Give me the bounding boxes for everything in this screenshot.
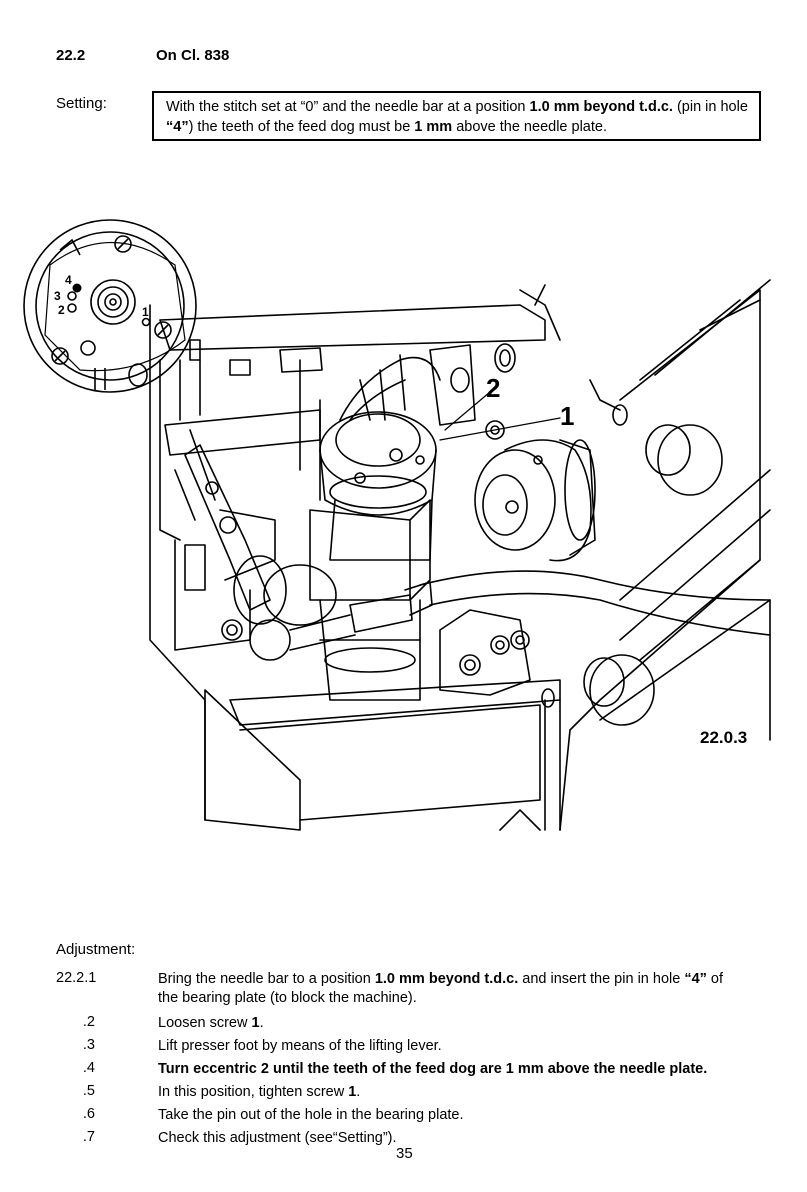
step-1-post: and insert the pin in hole bbox=[518, 971, 685, 987]
step-number: .7 bbox=[82, 1129, 95, 1145]
step-4-bold: Turn eccentric 2 until the teeth of the … bbox=[158, 1061, 708, 1077]
setting-text-3: ) the teeth of the feed dog must be bbox=[188, 119, 415, 135]
figure-label: 22.0.3 bbox=[700, 728, 748, 747]
step-1-post2: of bbox=[706, 971, 724, 987]
setting-bold-1: 1.0 mm beyond t.d.c. bbox=[529, 99, 673, 115]
step-5-pre: In this position, tighten screw bbox=[158, 1084, 349, 1100]
step-text: Take the pin out of the hole in the bear… bbox=[158, 1106, 778, 1125]
step-1-bold2: “4” bbox=[684, 971, 707, 987]
setting-bold-3: 1 mm bbox=[414, 119, 453, 135]
step-5-post: . bbox=[356, 1084, 361, 1100]
page-number: 35 bbox=[396, 1145, 413, 1162]
step-2-bold: 1 bbox=[251, 1015, 260, 1031]
machine-illustration: 4 3 2 1 2 1 bbox=[23, 219, 771, 831]
inset-label-4: 4 bbox=[65, 273, 72, 287]
step-1-line2: the bearing plate (to block the machine)… bbox=[158, 990, 417, 1006]
step-2-post: . bbox=[259, 1015, 264, 1031]
step-text: Turn eccentric 2 until the teeth of the … bbox=[158, 1060, 778, 1079]
step-6-pre: Take the pin out of the hole in the bear… bbox=[158, 1107, 464, 1123]
setting-text-4: above the needle plate. bbox=[452, 119, 607, 135]
step-1-pre: Bring the needle bar to a position bbox=[158, 971, 375, 987]
step-number: 22.2.1 bbox=[56, 970, 97, 986]
setting-text-1: With the stitch set at “0” and the needl… bbox=[166, 99, 530, 115]
callout-1: 1 bbox=[560, 401, 574, 431]
step-3-pre: Lift presser foot by means of the liftin… bbox=[158, 1038, 442, 1054]
step-5-bold: 1 bbox=[348, 1084, 357, 1100]
inset-label-3: 3 bbox=[54, 289, 61, 303]
step-text: Lift presser foot by means of the liftin… bbox=[158, 1037, 778, 1056]
step-number: .6 bbox=[82, 1106, 95, 1122]
step-number: .4 bbox=[82, 1060, 95, 1076]
inset-label-2: 2 bbox=[58, 303, 65, 317]
step-text: Bring the needle bar to a position 1.0 m… bbox=[158, 970, 778, 1008]
setting-box: With the stitch set at “0” and the needl… bbox=[152, 91, 761, 141]
inset-label-1: 1 bbox=[142, 305, 149, 319]
step-number: .3 bbox=[82, 1037, 95, 1053]
callout-2: 2 bbox=[486, 373, 500, 403]
step-text: Check this adjustment (see“Setting”). bbox=[158, 1129, 778, 1148]
step-1-bold: 1.0 mm beyond t.d.c. bbox=[374, 971, 519, 987]
setting-label: Setting: bbox=[56, 95, 107, 112]
setting-bold-2: “4” bbox=[166, 119, 189, 135]
step-number: .5 bbox=[82, 1083, 95, 1099]
step-7-pre: Check this adjustment (see“Setting”). bbox=[158, 1130, 397, 1146]
step-2-pre: Loosen screw bbox=[158, 1015, 252, 1031]
step-number: .2 bbox=[82, 1014, 95, 1030]
section-number: 22.2 bbox=[56, 47, 86, 64]
section-title: On Cl. 838 bbox=[156, 47, 230, 64]
adjustment-label: Adjustment: bbox=[56, 941, 136, 958]
setting-text-2: (pin in hole bbox=[672, 99, 748, 115]
step-text: Loosen screw 1. bbox=[158, 1014, 778, 1033]
step-text: In this position, tighten screw 1. bbox=[158, 1083, 778, 1102]
